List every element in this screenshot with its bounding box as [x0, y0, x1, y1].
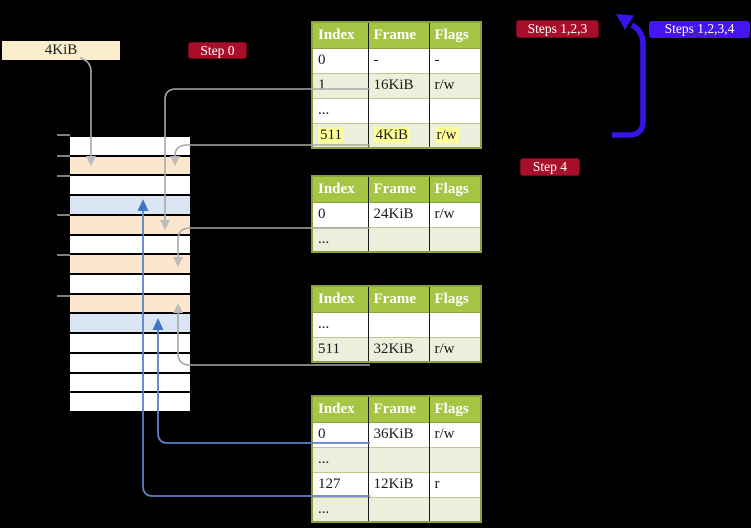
page-table-cell [428, 497, 481, 522]
highlighted-value: r/w [434, 126, 459, 143]
column-header-frame: Frame [367, 22, 429, 48]
page-table-cell: 511 [312, 123, 368, 148]
memory-frame-row-orange [70, 156, 190, 177]
page-table-cell: 127 [318, 476, 341, 492]
page-table-cell [428, 312, 481, 337]
page-table-cell: 32KiB [367, 337, 429, 362]
page-table-cell: 12KiB [367, 472, 429, 497]
page-size-label: 4KiB [2, 41, 120, 60]
memory-frame-row-white [70, 176, 190, 197]
page-table-cell [428, 447, 481, 472]
address-tick [57, 134, 70, 136]
page-table-cell: r/w [428, 73, 481, 98]
page-table-cell [367, 98, 429, 123]
column-header-flags: Flags [428, 22, 481, 48]
highlighted-value: 4KiB [373, 126, 411, 143]
page-table-cell: r/w [428, 202, 481, 227]
address-tick [57, 295, 70, 297]
page-table-cell: r/w [428, 337, 481, 362]
page-table-entry-row: ... [312, 98, 481, 123]
memory-frame-row-white [70, 137, 190, 157]
column-header-flags: Flags [428, 176, 481, 202]
column-header-frame: Frame [367, 176, 429, 202]
address-tick [57, 214, 70, 216]
page-table-cell [367, 447, 429, 472]
page-table-cell [367, 497, 429, 522]
page-table-cell: - [367, 48, 429, 73]
page-table-cell [428, 98, 481, 123]
page-table-cell: 511 [312, 337, 368, 362]
page-table-cell: r/w [428, 123, 481, 148]
page-table-entry-row: 511 4KiB r/w [312, 123, 481, 148]
memory-frame-row-white [70, 373, 190, 394]
address-tick [57, 254, 70, 256]
memory-frame-row-orange [70, 294, 190, 315]
column-header-index: Index [312, 286, 368, 312]
memory-frame-row-white [70, 275, 190, 295]
address-tick [57, 155, 70, 157]
memory-frame-row-white [70, 353, 190, 374]
highlighted-value: 511 [318, 126, 344, 143]
page-table-cell [367, 227, 429, 252]
page-table-cell: 0 [318, 52, 326, 68]
page-table-cell: 1 [312, 73, 368, 98]
column-header-index: Index [312, 396, 368, 422]
column-header-flags: Flags [428, 396, 481, 422]
page-table-cell: 36KiB [367, 422, 429, 447]
memory-frame-row-blue [70, 314, 190, 335]
memory-frame-row-orange [70, 255, 190, 276]
page-table-cell [428, 227, 481, 252]
memory-frame-row-white [70, 235, 190, 256]
memory-frame-row-orange [70, 215, 190, 236]
page-table-entry-row: ... [312, 312, 481, 337]
page-table-cell: ... [312, 497, 368, 522]
page-table-cell: 16KiB [367, 73, 429, 98]
page-table-cell: ... [318, 316, 330, 332]
memory-frame-row-white [70, 393, 190, 414]
column-header-flags: Flags [428, 286, 481, 312]
memory-strip [70, 135, 190, 414]
page-table-cell: ... [318, 102, 330, 118]
page-table-entry-row: ... [312, 227, 481, 252]
page-table-cell [367, 312, 429, 337]
page-table-cell: ... [312, 447, 368, 472]
address-tick [57, 175, 70, 177]
column-header-frame: Frame [367, 396, 429, 422]
steps-loop-arrow [612, 14, 646, 138]
page-table-entry-row: 0 -- [312, 48, 481, 73]
page-table-cell: 0 [318, 426, 326, 442]
column-header-index: Index [312, 22, 368, 48]
step-0-badge: Step 0 [188, 42, 247, 59]
column-header-index: Index [312, 176, 368, 202]
page-table-cell: r [428, 472, 481, 497]
step-4-badge: Step 4 [520, 158, 580, 176]
page-table-entry-row: ... [312, 497, 481, 522]
page-table-cell: 0 [318, 206, 326, 222]
page-table-entry-row: ... [312, 447, 481, 472]
steps-1-2-3-badge: Steps 1,2,3 [516, 20, 599, 38]
steps-1-2-3-4-badge: Steps 1,2,3,4 [649, 21, 750, 38]
page-table-cell: r/w [428, 422, 481, 447]
page-table-cell: ... [312, 227, 368, 252]
page-table-cell: 24KiB [367, 202, 429, 227]
memory-frame-row-white [70, 334, 190, 354]
memory-frame-row-blue [70, 196, 190, 216]
page-table-cell: - [428, 48, 481, 73]
page-table-cell: 4KiB [367, 123, 429, 148]
column-header-frame: Frame [367, 286, 429, 312]
